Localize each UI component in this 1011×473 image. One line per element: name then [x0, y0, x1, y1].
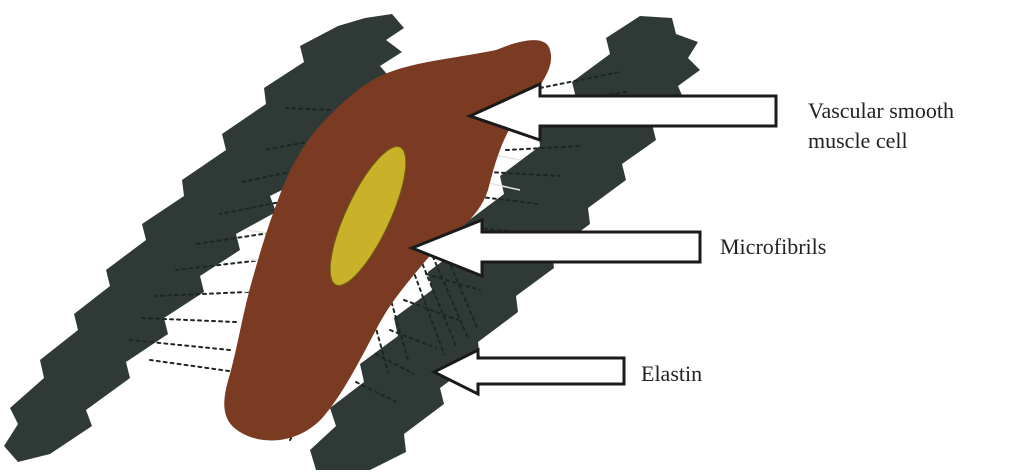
label-vsmc-line1: Vascular smooth — [808, 96, 954, 126]
label-vsmc-line2: muscle cell — [808, 126, 954, 156]
label-elastin: Elastin — [641, 359, 702, 389]
label-vascular-smooth-muscle-cell: Vascular smooth muscle cell — [808, 96, 954, 156]
arrow-elastin — [434, 350, 624, 394]
label-microfibrils: Microfibrils — [720, 232, 826, 262]
